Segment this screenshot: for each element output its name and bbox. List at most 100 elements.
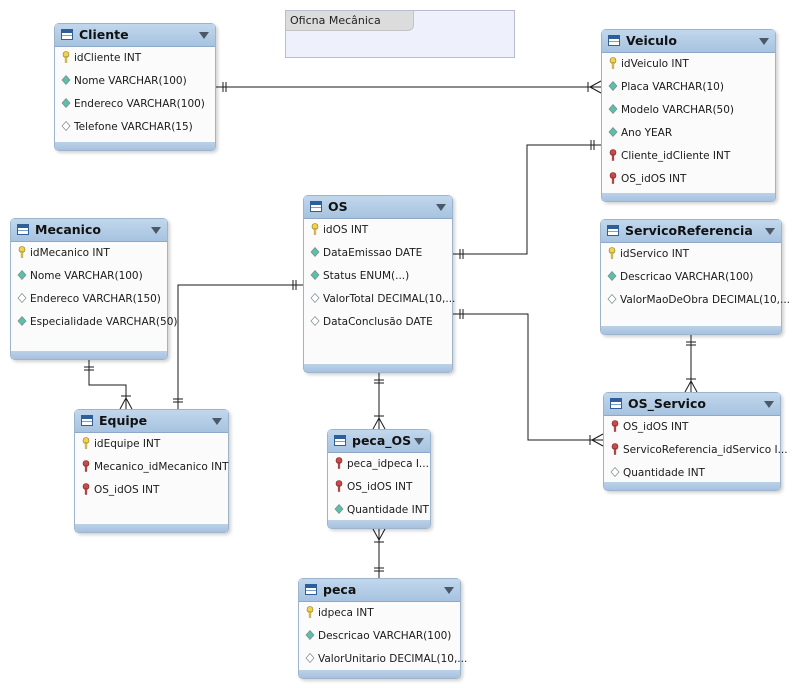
many-cardinality-mark [378, 528, 386, 541]
many-cardinality-mark [591, 433, 604, 441]
layer-oficina[interactable]: Oficna Mecânica [285, 10, 515, 58]
primary-key-icon [81, 437, 94, 450]
collapse-arrow-icon[interactable] [151, 227, 161, 234]
many-cardinality-mark [591, 439, 604, 447]
table-name: Veiculo [626, 33, 677, 48]
column-label: idOS INT [323, 224, 369, 236]
column-row[interactable]: ServicoReferencia_idServico I... [610, 441, 788, 459]
column-row[interactable]: OS_idOS INT [610, 418, 688, 436]
column-row[interactable]: idEquipe INT [81, 435, 160, 453]
table-cliente[interactable]: Cliente idCliente INT Nome VARCHAR(100) End… [54, 23, 216, 151]
collapse-arrow-icon[interactable] [199, 32, 209, 39]
table-icon [334, 435, 346, 446]
column-row[interactable]: Placa VARCHAR(10) [608, 78, 724, 96]
primary-key-icon [310, 223, 323, 236]
table-name: Equipe [99, 413, 148, 428]
table-peca_os[interactable]: peca_OS peca_idpeca I... OS_idOS INT Quanti… [327, 429, 431, 529]
table-header[interactable]: OS_Servico [604, 393, 780, 416]
column-row[interactable]: Especialidade VARCHAR(50) [17, 313, 177, 331]
column-row[interactable]: Descricao VARCHAR(100) [305, 627, 451, 645]
table-footer [604, 482, 780, 490]
nullable-column-icon [17, 292, 30, 305]
relationship-os-os_servico [453, 313, 603, 441]
column-row[interactable]: Quantidade INT [610, 464, 705, 482]
column-row[interactable]: Cliente_idCliente INT [608, 147, 730, 165]
collapse-arrow-icon[interactable] [444, 587, 454, 594]
table-header[interactable]: Cliente [55, 24, 215, 47]
foreign-key-icon [608, 149, 621, 162]
table-icon [61, 29, 73, 40]
column-row[interactable]: idOS INT [310, 221, 368, 239]
column-row[interactable]: Status ENUM(...) [310, 267, 409, 285]
column-row[interactable]: OS_idOS INT [334, 478, 412, 496]
column-label: ServicoReferencia_idServico I... [623, 444, 788, 456]
column-label: Telefone VARCHAR(15) [74, 121, 193, 133]
column-row[interactable]: Mecanico_idMecanico INT [81, 458, 229, 476]
column-label: ValorMaoDeObra DECIMAL(10,... [620, 294, 790, 306]
column-row[interactable]: ValorUnitario DECIMAL(10,... [305, 650, 467, 668]
collapse-arrow-icon[interactable] [212, 418, 222, 425]
column-row[interactable]: Modelo VARCHAR(50) [608, 101, 734, 119]
many-cardinality-mark [589, 86, 602, 94]
column-row[interactable]: Descricao VARCHAR(100) [607, 268, 753, 286]
column-row[interactable]: idpeca INT [305, 604, 374, 622]
column-row[interactable]: ValorTotal DECIMAL(10,... [310, 290, 455, 308]
column-row[interactable]: Ano YEAR [608, 124, 672, 142]
table-peca[interactable]: peca idpeca INT Descricao VARCHAR(100) Valo… [298, 578, 467, 679]
collapse-arrow-icon[interactable] [759, 38, 769, 45]
nullable-column-icon [310, 292, 323, 305]
column-row[interactable]: peca_idpeca I... [334, 455, 429, 473]
table-header[interactable]: OS [304, 196, 452, 219]
table-header[interactable]: Mecanico [11, 219, 167, 242]
table-os[interactable]: OS idOS INT DataEmissao DATE Status ENUM(..… [303, 195, 455, 373]
table-header[interactable]: ServicoReferencia [601, 220, 781, 243]
column-row[interactable]: OS_idOS INT [608, 170, 686, 188]
not-null-column-icon [17, 269, 30, 282]
column-row[interactable]: Telefone VARCHAR(15) [61, 118, 193, 136]
not-null-column-icon [334, 503, 347, 516]
column-label: Status ENUM(...) [323, 270, 410, 282]
table-header[interactable]: peca [299, 579, 460, 602]
foreign-key-icon [334, 457, 347, 470]
table-header[interactable]: Veiculo [602, 30, 775, 53]
column-label: OS_idOS INT [94, 484, 160, 496]
many-cardinality-mark [125, 397, 133, 410]
column-label: idVeiculo INT [621, 58, 689, 70]
column-row[interactable]: idServico INT [607, 245, 689, 263]
table-icon [305, 584, 317, 595]
column-row[interactable]: OS_idOS INT [81, 481, 159, 499]
table-footer [328, 520, 430, 528]
column-label: ValorTotal DECIMAL(10,... [323, 293, 456, 305]
column-row[interactable]: DataEmissao DATE [310, 244, 422, 262]
collapse-arrow-icon[interactable] [765, 228, 775, 235]
column-row[interactable]: Endereco VARCHAR(150) [17, 290, 161, 308]
table-icon [607, 225, 619, 236]
column-row[interactable]: Quantidade INT [334, 501, 429, 519]
column-label: idCliente INT [74, 52, 142, 64]
not-null-column-icon [61, 97, 74, 110]
table-servicoreferencia[interactable]: ServicoReferencia idServico INT Descricao … [600, 219, 790, 335]
table-header[interactable]: peca_OS [328, 430, 430, 453]
table-veiculo[interactable]: Veiculo idVeiculo INT Placa VARCHAR(10) Mod… [601, 29, 776, 202]
table-header[interactable]: Equipe [75, 410, 228, 433]
column-row[interactable]: Nome VARCHAR(100) [17, 267, 143, 285]
not-null-column-icon [310, 246, 323, 259]
primary-key-icon [608, 57, 621, 70]
column-row[interactable]: ValorMaoDeObra DECIMAL(10,... [607, 291, 790, 309]
table-mecanico[interactable]: Mecanico idMecanico INT Nome VARCHAR(100) E… [10, 218, 177, 360]
column-row[interactable]: idMecanico INT [17, 244, 110, 262]
table-icon [610, 398, 622, 409]
collapse-arrow-icon[interactable] [436, 204, 446, 211]
column-row[interactable]: Endereco VARCHAR(100) [61, 95, 205, 113]
primary-key-icon [607, 247, 620, 260]
column-row[interactable]: idCliente INT [61, 49, 141, 67]
column-row[interactable]: Nome VARCHAR(100) [61, 72, 187, 90]
column-row[interactable]: DataConclusão DATE [310, 313, 433, 331]
column-row[interactable]: idVeiculo INT [608, 55, 689, 73]
table-equipe[interactable]: Equipe idEquipe INT Mecanico_idMecanico IN… [74, 409, 229, 533]
collapse-arrow-icon[interactable] [414, 438, 424, 445]
collapse-arrow-icon[interactable] [764, 401, 774, 408]
nullable-column-icon [310, 315, 323, 328]
relationship-os-equipe [177, 284, 303, 409]
